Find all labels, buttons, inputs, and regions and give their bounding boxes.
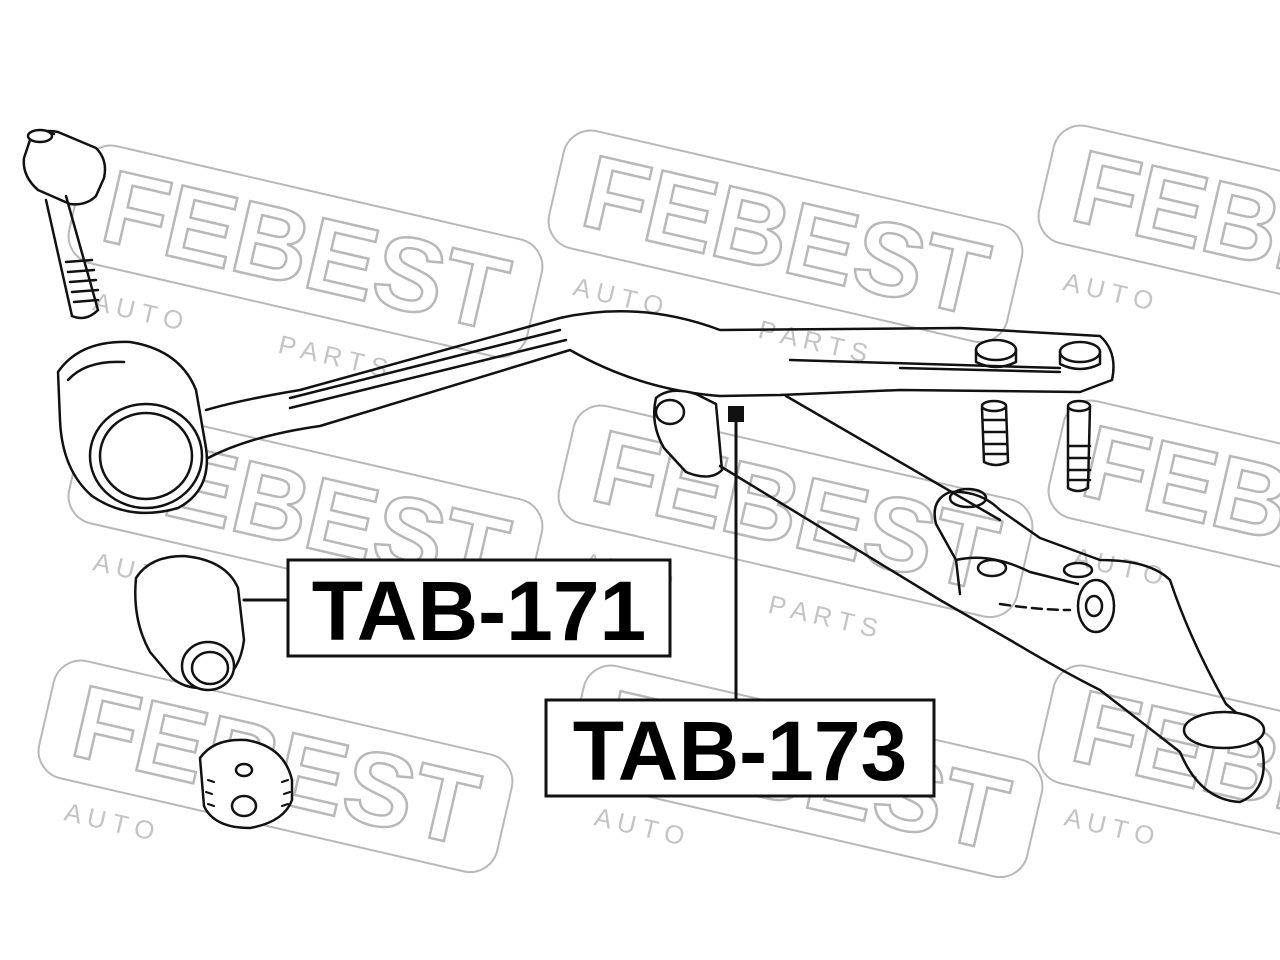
part-number-label: TAB-173 (573, 704, 908, 798)
watermark-tagline-auto: A U T O (62, 797, 158, 847)
leader-anchor-tab173 (728, 406, 744, 422)
watermark-tagline-auto: A U T O (592, 802, 688, 852)
callout-box (286, 558, 672, 658)
watermark-logo: FEBEST A U T O P A R T S (547, 129, 1024, 368)
callout-box (544, 698, 936, 798)
watermark-brand: FEBEST (1063, 669, 1280, 874)
watermark-tagline-auto: A U T O (1062, 802, 1158, 852)
washer-illustration (198, 738, 294, 830)
watermark-logo: FEBEST A U T O (1037, 664, 1280, 879)
part-number-label: TAB-171 (312, 564, 647, 658)
watermark-tagline-auto: A U T O (91, 286, 187, 336)
line-art (22, 128, 1266, 830)
bushing-tab171-illustration (134, 554, 246, 692)
watermark-tagline-parts: P A R T S (766, 589, 881, 643)
bolt-illustration (22, 128, 107, 320)
control-arm-illustration (56, 310, 1115, 515)
watermark-tagline-auto: A U T O (1061, 266, 1157, 316)
callout-tab171: TAB-171 (286, 558, 672, 658)
knuckle-illustration (653, 389, 1266, 804)
callout-tab173: TAB-173 (544, 698, 936, 798)
watermark-tagline-parts: P A R T S (276, 329, 391, 383)
